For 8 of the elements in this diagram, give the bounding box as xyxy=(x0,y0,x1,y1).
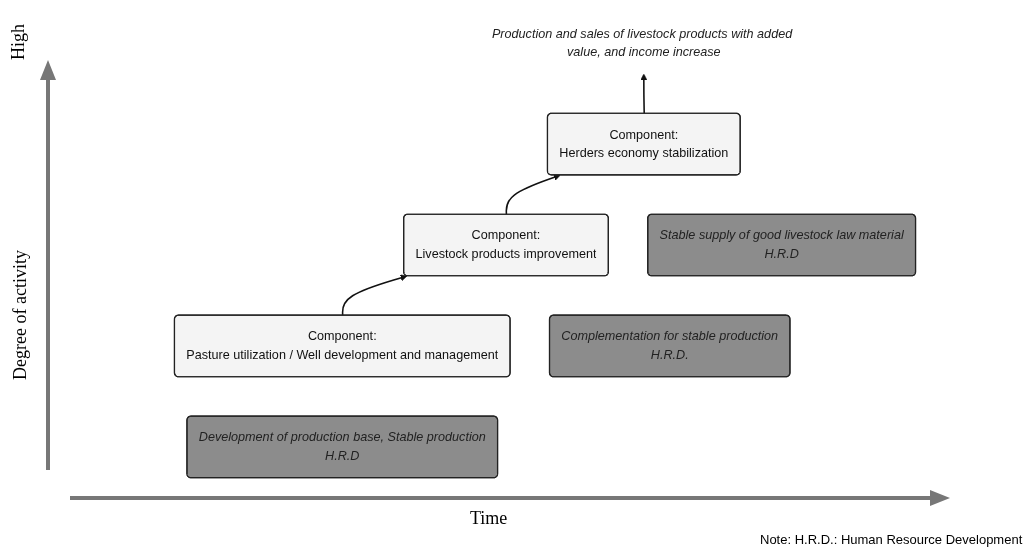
arrow xyxy=(505,174,561,216)
arrow xyxy=(341,274,408,317)
node-text: Production and sales of livestock products with added value, and income increase xyxy=(491,26,793,59)
axis-title: Degree of activity xyxy=(10,250,31,380)
axis-label: High xyxy=(8,24,29,60)
axis-title: Time xyxy=(470,508,508,529)
note-text: Note: H.R.D.: Human Resource Development xyxy=(760,532,1023,547)
arrow xyxy=(640,73,648,115)
